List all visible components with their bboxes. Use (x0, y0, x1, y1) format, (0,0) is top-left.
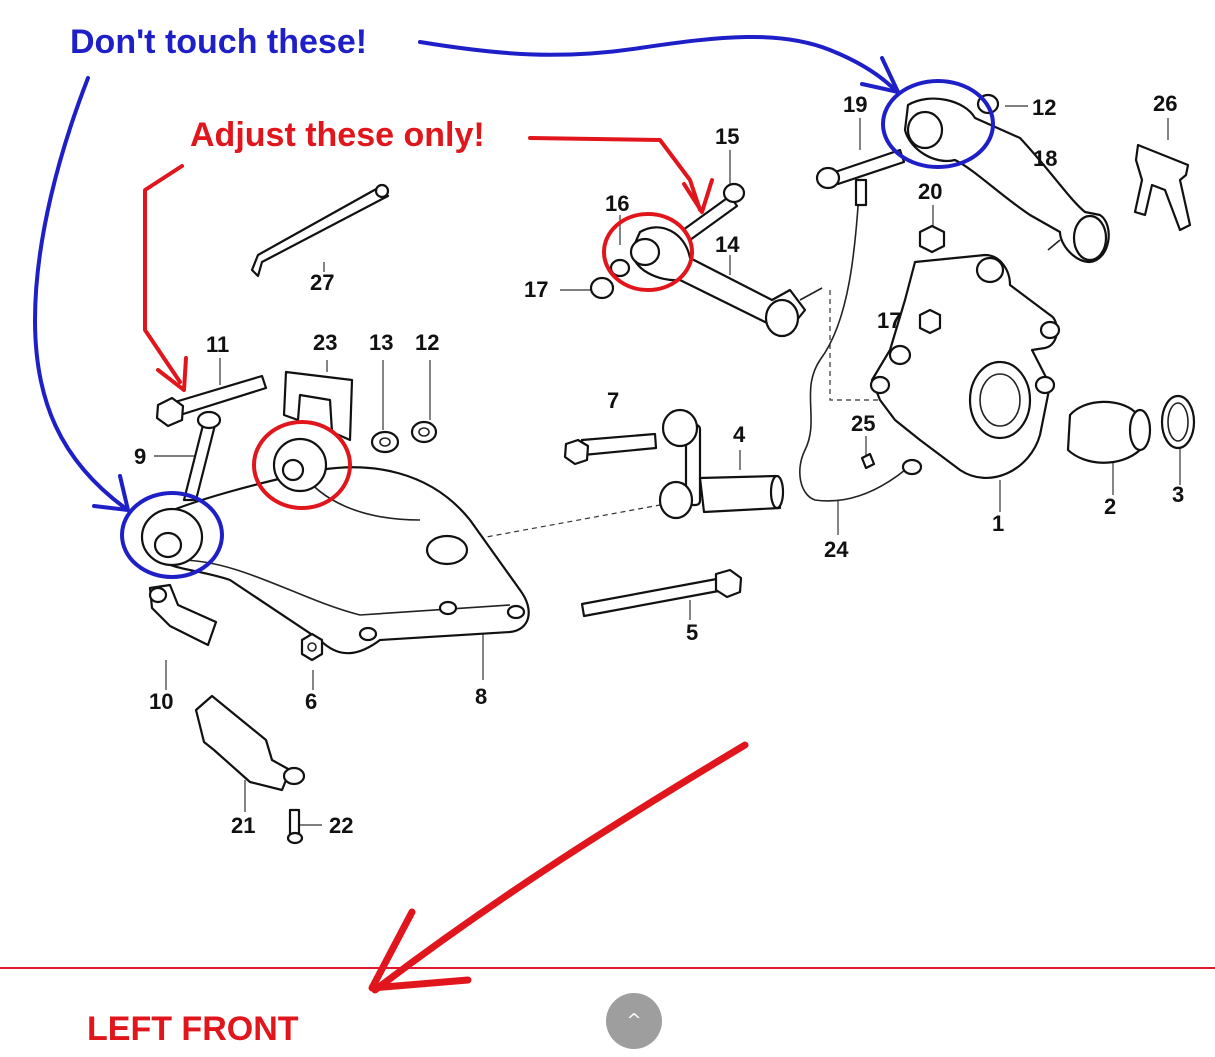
part-label-10: 10 (149, 689, 173, 714)
blue-circle-upper-bushing (881, 79, 995, 169)
part-label-5: 5 (686, 620, 698, 645)
chevron-up-icon: ^ (626, 1010, 642, 1031)
part-label-2: 2 (1104, 494, 1116, 519)
part-label-23: 23 (313, 330, 337, 355)
red-arrow-to-lower-mount (143, 164, 184, 384)
part-25-bolt (860, 452, 876, 470)
part-label-27: 27 (310, 270, 334, 295)
part-21-bracket (194, 694, 292, 792)
part-17-nut-upper-left (589, 276, 615, 300)
left-front-label: LEFT FRONT (87, 1010, 299, 1048)
part-label-11: 11 (206, 332, 229, 357)
part-label-17-right: 17 (877, 308, 901, 333)
part-label-18: 18 (1033, 146, 1057, 171)
part-27-rod (250, 183, 390, 278)
part-18-upper-arm (903, 97, 1110, 264)
part-label-17-left: 17 (524, 277, 548, 302)
dont-touch-annotation: Don't touch these! (32, 23, 995, 579)
part-16-washer (609, 258, 631, 278)
part-19-bolt (815, 148, 906, 190)
part-5-bolt (580, 568, 743, 618)
part-label-19: 19 (843, 92, 867, 117)
red-circle-upper-link (602, 212, 694, 292)
part-22-bolt (282, 766, 306, 845)
part-label-26: 26 (1153, 91, 1177, 116)
red-circle-lower-mount (252, 420, 352, 510)
blue-arrow-to-lower-arm (32, 76, 127, 510)
part-8-control-arm (140, 437, 530, 655)
part-label-12-upper: 12 (1032, 95, 1056, 120)
part-23-bracket (282, 370, 354, 442)
adjust-only-text: Adjust these only! (190, 116, 485, 154)
red-arrow-to-upper-link (528, 136, 702, 212)
red-arrowhead-lower (156, 356, 188, 392)
part-label-4: 4 (733, 422, 746, 447)
part-11-bolt (155, 374, 268, 428)
part-label-13: 13 (369, 330, 393, 355)
part-label-9: 9 (134, 444, 146, 469)
part-9-bolt (182, 410, 222, 502)
blue-arrowhead-lower (92, 474, 130, 512)
part-label-7: 7 (607, 388, 619, 413)
part-label-24: 24 (824, 537, 849, 562)
part-17-nut-right (918, 308, 942, 335)
part-26-clip (1133, 143, 1192, 232)
part-number-labels: 1 2 3 4 5 6 7 8 9 10 11 12 12 13 14 15 1… (134, 91, 1184, 838)
red-arrowhead-left-front (368, 908, 472, 992)
red-arrowhead-upper (682, 178, 714, 214)
part-3-ring (1160, 394, 1196, 450)
part-label-21: 21 (231, 813, 255, 838)
part-label-16: 16 (605, 191, 629, 216)
part-1-knuckle (869, 253, 1061, 480)
part-24-sensor-cable (799, 178, 923, 502)
part-13-washer (370, 430, 400, 454)
part-label-8: 8 (475, 684, 487, 709)
part-20-nut (918, 224, 946, 254)
part-label-25: 25 (851, 411, 875, 436)
part-12-nut-lower (410, 420, 438, 444)
part-label-14: 14 (715, 232, 740, 257)
part-label-15: 15 (715, 124, 739, 149)
part-4-link (658, 408, 785, 520)
part-7-bolt (563, 432, 658, 466)
blue-arrow-to-upper-arm (418, 35, 897, 92)
part-label-1: 1 (992, 511, 1004, 536)
red-arrow-to-left-front (371, 741, 749, 994)
scroll-to-top-button[interactable]: ^ (606, 993, 662, 1049)
part-label-12-lower: 12 (415, 330, 439, 355)
part-15-bolt (681, 182, 746, 242)
part-14-upper-link (629, 226, 823, 338)
part-label-20: 20 (918, 179, 942, 204)
part-2-bearing (1066, 400, 1152, 464)
part-label-6: 6 (305, 689, 317, 714)
part-label-22: 22 (329, 813, 353, 838)
part-label-3: 3 (1172, 482, 1184, 507)
part-10-bracket (148, 583, 218, 647)
dont-touch-text: Don't touch these! (70, 23, 367, 61)
blue-circle-lower-bushing (120, 491, 224, 579)
part-6-nut (300, 632, 324, 662)
adjust-only-annotation: Adjust these only! (143, 116, 749, 994)
